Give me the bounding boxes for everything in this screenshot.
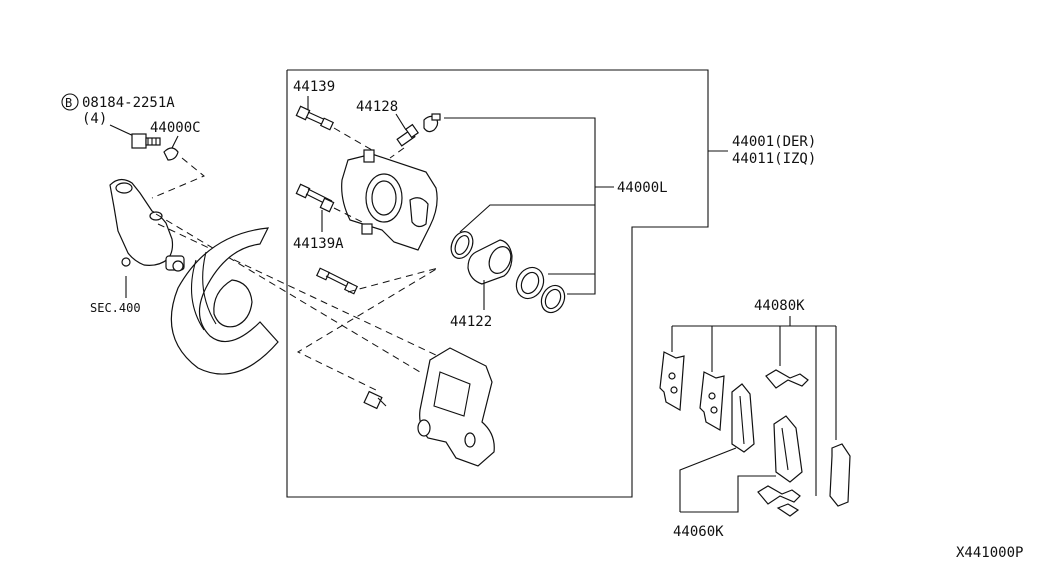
dust-shield	[170, 227, 279, 375]
clip-dash	[151, 157, 205, 199]
leader-44000C	[171, 135, 179, 149]
bolt-code-prefix: B	[65, 96, 72, 110]
leader-44000L-top	[444, 117, 596, 295]
guide-pin-44139	[295, 105, 335, 131]
steering-knuckle	[109, 178, 185, 272]
bleeder-dash	[389, 147, 405, 159]
label-44139A: 44139A	[293, 236, 344, 252]
bolt-quantity: (4)	[82, 111, 107, 127]
bolt-part-number: 08184-2251A	[82, 95, 175, 111]
label-44001: 44001(DER)	[732, 134, 816, 150]
leader-44128	[395, 113, 407, 131]
caliper-body	[341, 149, 438, 251]
diagram-id: X441000P	[956, 545, 1023, 561]
piston-seal	[450, 231, 474, 259]
label-sec400: SEC.400	[90, 301, 141, 315]
boot-ring	[540, 284, 566, 314]
piston	[467, 239, 513, 285]
pin-dash-1	[333, 127, 373, 151]
label-44128: 44128	[356, 99, 398, 115]
guide-pin-44139A	[295, 183, 335, 213]
label-44060K: 44060K	[673, 524, 724, 540]
pad-clip-upper	[765, 369, 809, 389]
label-44080K: 44080K	[754, 298, 805, 314]
shim-1	[659, 351, 685, 411]
piston-boot	[515, 266, 545, 300]
bolt-code-prefix-circle	[61, 93, 79, 111]
bracket-pin	[315, 267, 359, 295]
label-44011: 44011(IZQ)	[732, 151, 816, 167]
clip-44000C	[163, 147, 179, 161]
pad-clip-lower	[757, 485, 801, 517]
caliper-assembly-frame	[286, 69, 709, 498]
label-44122: 44122	[450, 314, 492, 330]
knuckle-to-bracket-dash-1	[155, 213, 421, 373]
leader-44000L-seal	[459, 204, 595, 233]
bracket-dash-box	[296, 267, 439, 393]
leader-44060K	[679, 447, 737, 512]
label-44139: 44139	[293, 79, 335, 95]
brake-pad-inner	[731, 383, 755, 453]
label-44000C: 44000C	[150, 120, 201, 136]
bleeder-screw-44128	[396, 123, 419, 147]
bolt-label-group: B 08184-2251A (4)	[61, 93, 175, 139]
brake-pad-outer	[773, 415, 803, 483]
label-44000L: 44000L	[617, 180, 668, 196]
bleeder-cap	[423, 113, 441, 133]
knuckle-bolt	[131, 133, 161, 149]
caliper-bracket	[417, 347, 495, 467]
leader-44060K-b	[680, 475, 776, 513]
shim-2	[699, 371, 725, 431]
knuckle-to-bracket-dash-2	[157, 223, 439, 357]
bracket-bolt	[363, 390, 387, 410]
pin-dash-2	[333, 207, 363, 223]
shim-3	[829, 443, 851, 507]
